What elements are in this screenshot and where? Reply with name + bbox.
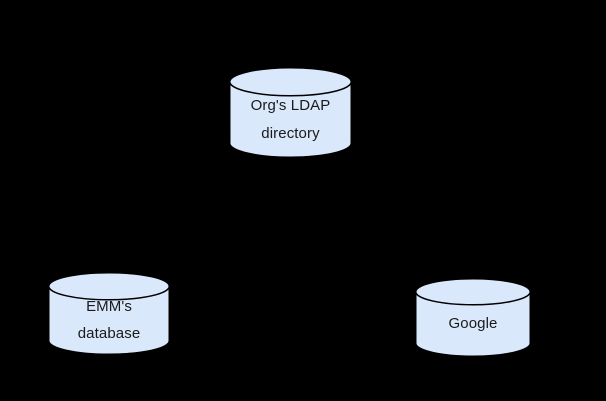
cylinder-shape-ldap: [229, 67, 352, 158]
cylinder-body-google: [415, 278, 531, 357]
cylinder-body-ldap: [229, 67, 352, 158]
cylinder-shape-emm: [48, 272, 170, 355]
node-emm-database[interactable]: EMM's database: [48, 272, 170, 355]
cylinder-shape-google: [415, 278, 531, 357]
cylinder-top-ellipse-google: [415, 291, 531, 306]
cylinder-top-ellipse-ldap: [229, 81, 352, 97]
node-ldap-directory[interactable]: Org's LDAP directory: [229, 67, 352, 158]
cylinder-body-emm: [48, 272, 170, 355]
node-google[interactable]: Google: [415, 278, 531, 357]
cylinder-top-ellipse-emm: [48, 286, 170, 301]
